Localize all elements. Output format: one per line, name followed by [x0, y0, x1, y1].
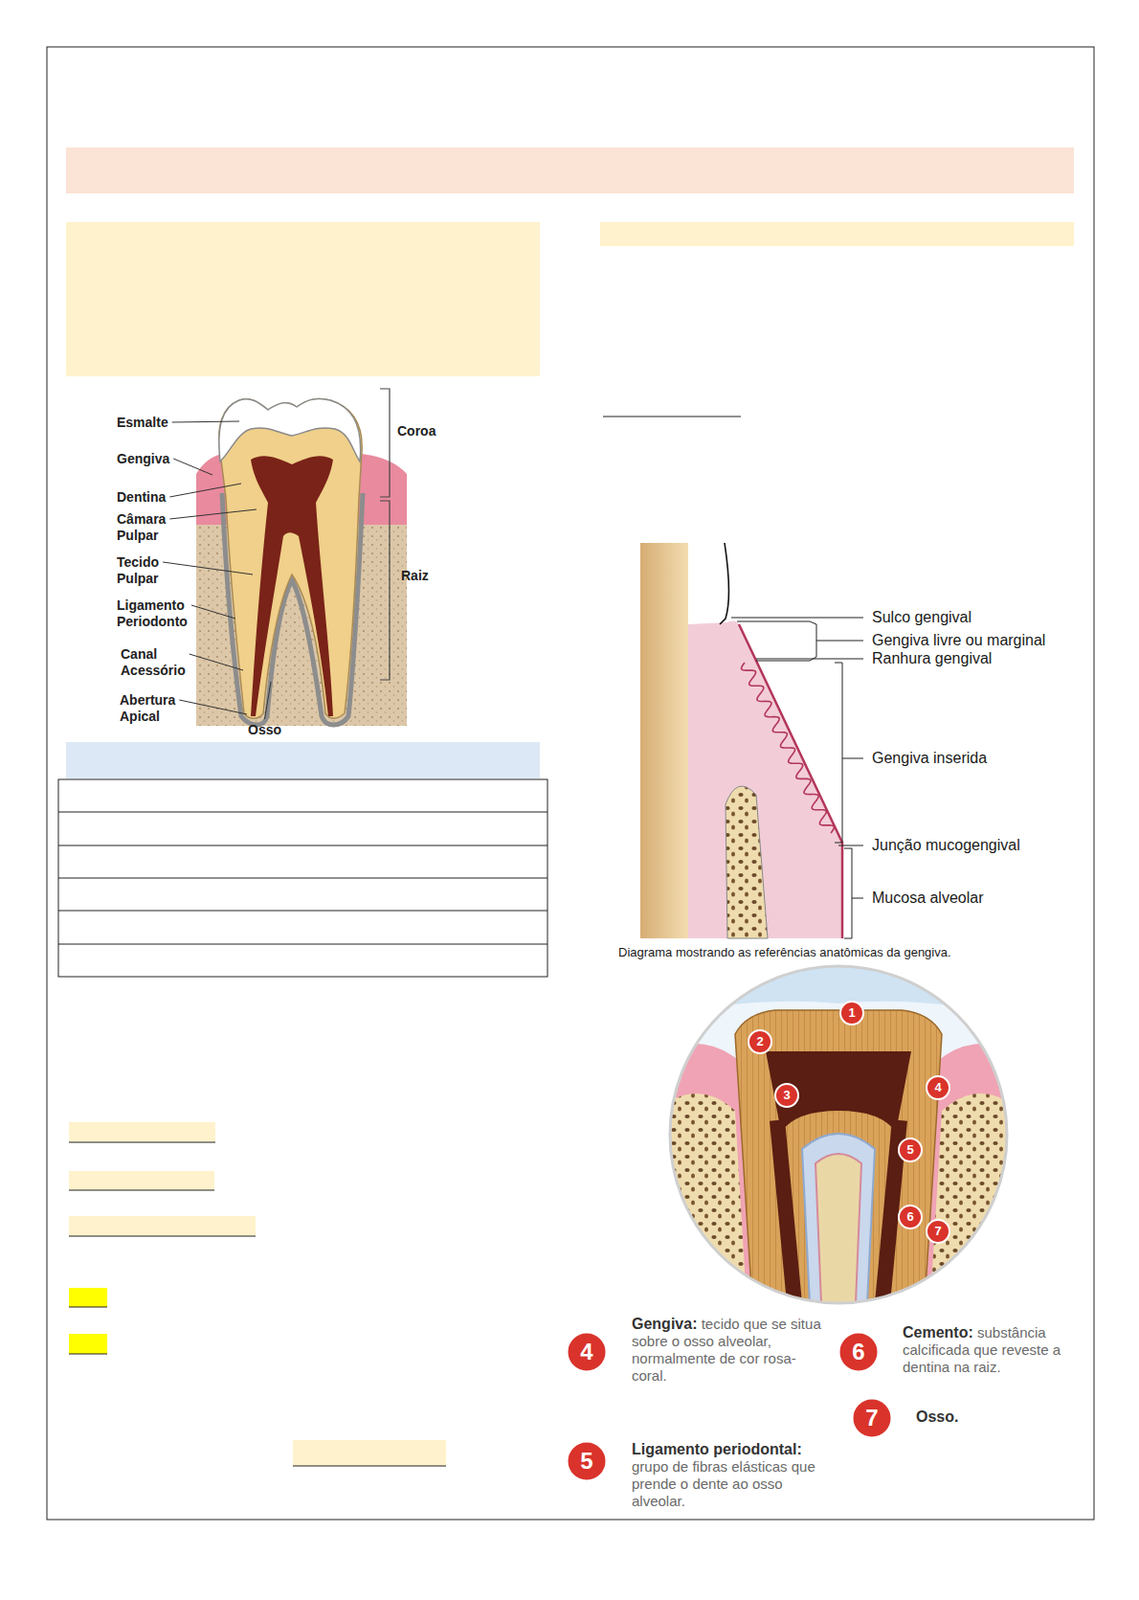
region-label: Coroa — [397, 423, 436, 440]
gingiva-illustration — [640, 542, 864, 938]
callout-number: 5 — [898, 1141, 922, 1158]
leader-line — [191, 604, 236, 619]
highlighted-blanks — [68, 1121, 447, 1466]
section-band — [600, 222, 1074, 246]
page-frame — [46, 46, 1095, 1519]
empty-table — [58, 779, 548, 977]
leader-line — [265, 681, 271, 719]
leader-line — [189, 653, 244, 670]
callout-number: 6 — [838, 1338, 879, 1365]
legend-text: grupo de fibras elásticas que prende o d… — [631, 1457, 816, 1509]
leader-line — [162, 561, 253, 575]
tooth-illustration — [196, 388, 407, 726]
part-label: Junção mucogengival — [871, 836, 1021, 854]
part-label: Ligamento Periodonto — [116, 597, 198, 630]
part-label: Mucosa alveolar — [871, 889, 984, 907]
callout-number: 7 — [851, 1404, 893, 1431]
part-label: Câmara Pulpar — [116, 511, 184, 544]
part-label: Osso — [247, 721, 296, 738]
leader-line — [169, 483, 242, 497]
part-label: Canal Acessório — [120, 646, 196, 679]
part-label: Sulco gengival — [871, 608, 972, 626]
part-label: Esmalte — [116, 414, 203, 431]
callout-number: 2 — [748, 1033, 772, 1050]
legend-entry: Osso. — [915, 1407, 1031, 1426]
part-label: Dentina — [116, 489, 203, 506]
legend-heading: Ligamento periodontal: — [631, 1440, 803, 1457]
leader-line — [169, 509, 257, 519]
leader-line — [178, 699, 247, 715]
part-label: Gengiva livre ou marginal — [871, 631, 1046, 649]
header-band — [66, 147, 1074, 194]
callout-number: 4 — [926, 1079, 950, 1095]
callout-number: 3 — [775, 1087, 799, 1103]
callout-number: 4 — [566, 1338, 607, 1365]
legend-heading: Osso. — [915, 1407, 959, 1425]
figure-caption: Diagrama mostrando as referências anatôm… — [618, 944, 952, 961]
part-label: Abertura Apical — [119, 692, 191, 725]
region-label: Raiz — [401, 567, 429, 584]
callout-number: 6 — [898, 1208, 922, 1225]
leader-line — [172, 421, 240, 423]
legend-heading: Gengiva: — [631, 1315, 697, 1332]
callout-number: 7 — [926, 1223, 950, 1239]
legend-heading: Cemento: — [902, 1323, 974, 1340]
tooth-closeup — [566, 965, 1007, 1481]
part-label: Tecido Pulpar — [116, 554, 184, 587]
callout-number: 1 — [840, 1005, 864, 1021]
part-label: Ranhura gengival — [871, 649, 992, 668]
blank-underline — [603, 415, 741, 417]
callout-number: 5 — [566, 1447, 607, 1474]
part-label: Gengiva inserida — [871, 749, 987, 767]
legend-entry: Cemento: substância calcificada que reve… — [902, 1323, 1091, 1376]
legend-entry: Ligamento periodontal: grupo de fibras e… — [631, 1440, 838, 1510]
table-header-band — [66, 741, 540, 779]
legend-entry: Gengiva: tecido que se situa sobre o oss… — [631, 1315, 828, 1385]
leader-line — [173, 458, 213, 475]
part-label: Gengiva — [116, 450, 203, 468]
note-panel — [66, 222, 540, 377]
